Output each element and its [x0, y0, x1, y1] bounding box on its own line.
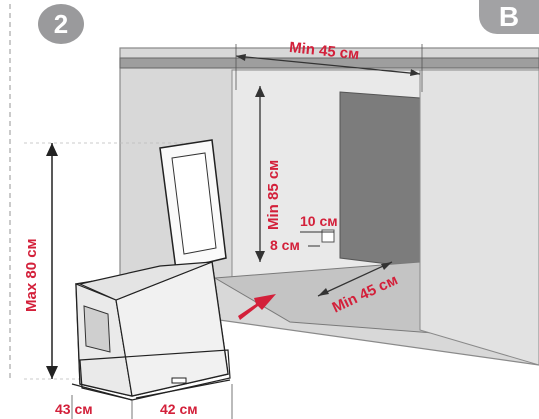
section-letter-tab: B — [479, 0, 539, 34]
label-max-height: Max 80 см — [23, 238, 40, 312]
dim-arrow-top-left — [236, 54, 246, 61]
appliance-rim — [78, 261, 213, 301]
dim-arrow-top-right — [410, 69, 420, 76]
appliance-side-window — [83, 305, 111, 353]
counter-edge — [119, 57, 539, 69]
dim-line-unit-depth — [135, 379, 231, 399]
dim-arrow-depth-back — [381, 262, 392, 270]
red-arrow-icon — [238, 294, 276, 320]
label-opening-depth: 10 см — [300, 213, 338, 229]
label-opening-height: 8 см — [270, 237, 300, 253]
label-unit-width: 43 см — [55, 401, 93, 417]
dim-arrow-height-bottom — [255, 251, 265, 262]
appliance-lid-window — [171, 152, 217, 255]
dim-line-unit-width — [71, 383, 133, 401]
dim-line-depth — [317, 261, 393, 297]
dim-arrow-depth-front — [318, 288, 329, 296]
appliance-button — [171, 377, 187, 384]
step-number-badge: 2 — [38, 4, 84, 44]
dim-arrow-height-top — [255, 86, 265, 97]
hose-opening — [321, 229, 335, 243]
dim-arrow-max-top — [46, 143, 58, 156]
dim-arrow-max-bottom — [46, 366, 58, 379]
recess-back-panel — [339, 91, 421, 269]
dim-line-top — [235, 55, 421, 75]
label-unit-depth: 42 см — [160, 401, 198, 417]
cabinet-side-panel — [419, 69, 539, 366]
label-min-height: Min 85 см — [265, 159, 282, 230]
